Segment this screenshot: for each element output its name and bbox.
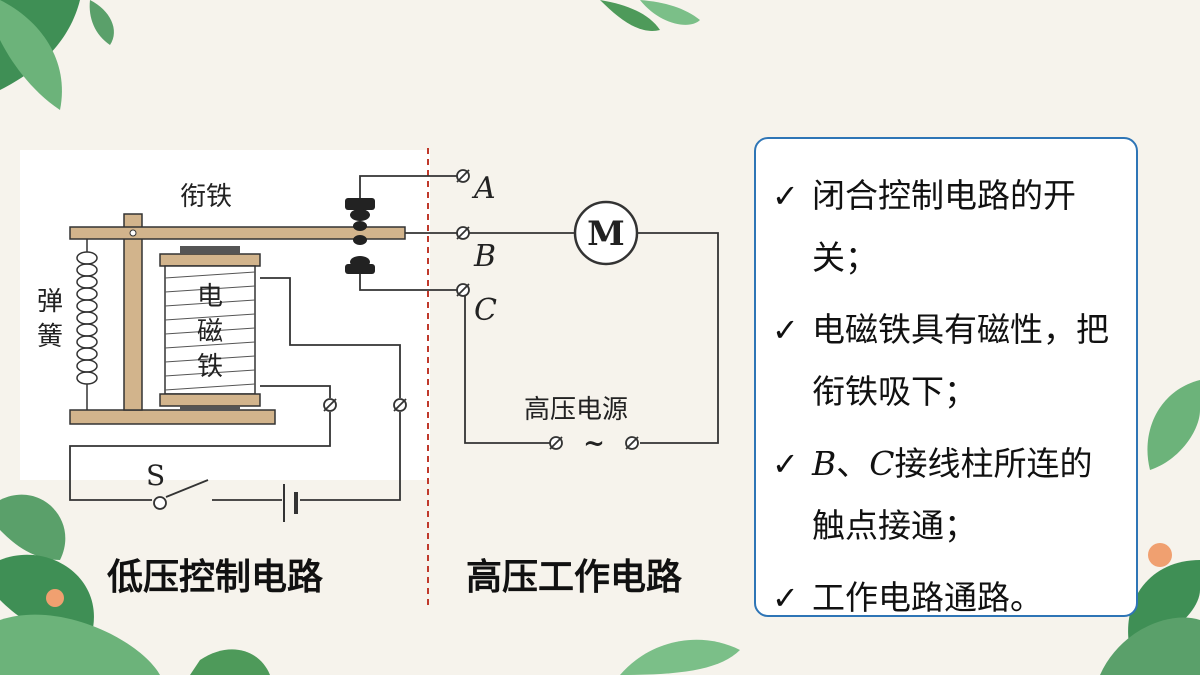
- spring-label-1: 弹: [37, 287, 63, 317]
- check-icon: ✓: [772, 177, 799, 215]
- terminal-a-label: A: [471, 171, 496, 206]
- bullet-text-1: 闭合控制电路的开关；: [812, 176, 1076, 277]
- armature-label: 衔铁: [180, 182, 232, 212]
- battery-icon: [283, 484, 298, 522]
- bullet-item: ✓ 电磁铁具有磁性，把衔铁吸下；: [772, 299, 1122, 423]
- check-icon: ✓: [772, 311, 799, 349]
- bullet-item: ✓ B、C接线柱所连的触点接通；: [772, 433, 1122, 557]
- motor-icon: [573, 200, 639, 266]
- spring-label-2: 簧: [37, 322, 63, 352]
- terminal-icons: [153, 169, 639, 510]
- bullet-3-b: B: [812, 444, 837, 483]
- relay-base: [69, 409, 276, 425]
- motor-label: M: [587, 214, 625, 254]
- high-voltage-circuit-label: 高压工作电路: [466, 557, 683, 598]
- switch-label: S: [146, 459, 165, 492]
- bullet-item: ✓ 闭合控制电路的开关；: [772, 165, 1122, 289]
- spring: [76, 239, 98, 410]
- ac-symbol: ~: [583, 429, 605, 459]
- electromagnet-label-2: 磁: [197, 317, 223, 347]
- terminal-b-label: B: [473, 239, 496, 274]
- relay-contacts: [345, 198, 375, 274]
- relay-pillar: [123, 213, 143, 411]
- bullet-text-4: 工作电路通路。: [812, 578, 1043, 617]
- info-box: ✓ 闭合控制电路的开关； ✓ 电磁铁具有磁性，把衔铁吸下； ✓ B、C接线柱所连…: [754, 137, 1138, 617]
- low-voltage-circuit-label: 低压控制电路: [107, 557, 324, 598]
- bullet-item: ✓ 工作电路通路。: [772, 567, 1122, 629]
- bullet-3-sep: 、: [836, 444, 870, 483]
- check-icon: ✓: [772, 445, 799, 483]
- electromagnet-label-3: 铁: [197, 352, 223, 382]
- bullet-text-2: 电磁铁具有磁性，把衔铁吸下；: [812, 310, 1109, 411]
- check-icon: ✓: [772, 579, 799, 617]
- power-source-label: 高压电源: [524, 395, 628, 425]
- bullet-3-c: C: [869, 444, 895, 483]
- terminal-c-label: C: [474, 293, 497, 328]
- bullet-3-rest: 接线柱所连的触点接通；: [812, 444, 1093, 545]
- electromagnet-label-1: 电: [197, 282, 223, 312]
- bullet-text-3: B、C接线柱所连的触点接通；: [812, 433, 1112, 557]
- electromagnet: [159, 246, 261, 411]
